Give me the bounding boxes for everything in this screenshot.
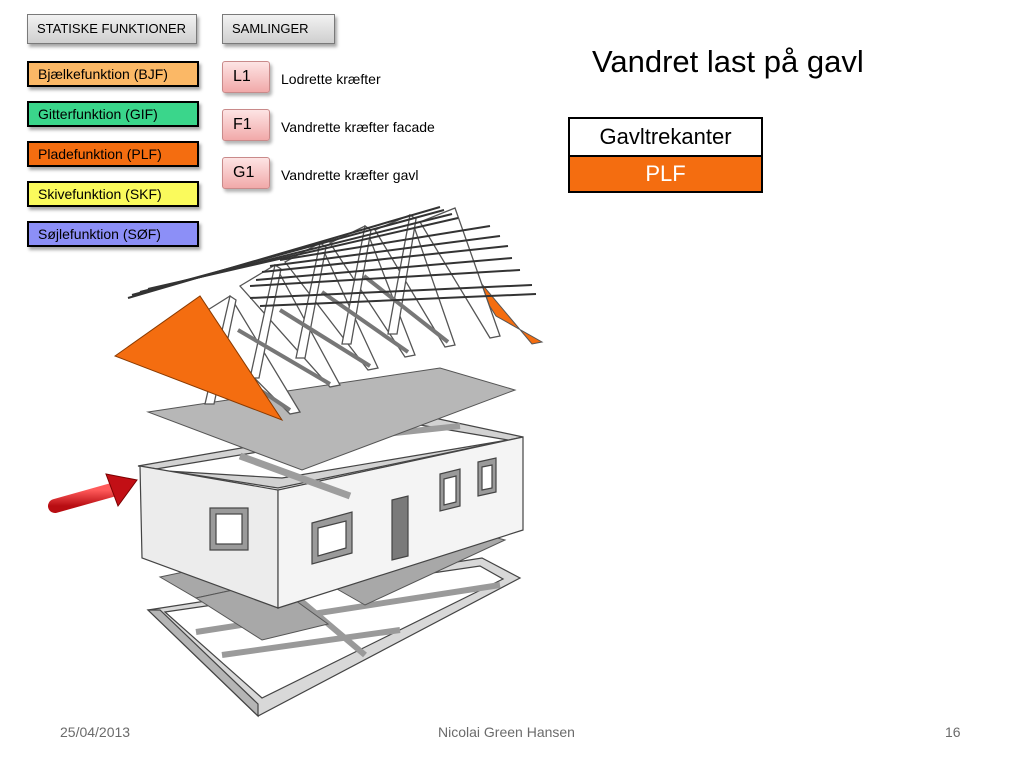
slide-title: Vandret last på gavl [592,44,864,79]
code-l1[interactable]: L1 [222,61,270,93]
legend-bjaelkefunktion[interactable]: Bjælkefunktion (BJF) [27,61,199,87]
info-table-header: Gavltrekanter [570,119,761,157]
legend-pladefunktion[interactable]: Pladefunktion (PLF) [27,141,199,167]
footer-date: 25/04/2013 [60,724,131,740]
ceiling-plate [146,367,517,471]
code-f1-label: Vandrette kræfter facade [281,119,435,135]
roof-purlins [127,206,537,307]
footer-author: Nicolai Green Hansen [438,724,575,740]
code-l1-label: Lodrette kræfter [281,71,381,87]
code-g1-label: Vandrette kræfter gavl [281,167,419,183]
code-f1[interactable]: F1 [222,109,270,141]
red-arrow-icon [48,473,138,513]
legend-skivefunktion[interactable]: Skivefunktion (SKF) [27,181,199,207]
info-table: Gavltrekanter PLF [568,117,763,193]
code-g1[interactable]: G1 [222,157,270,189]
samlinger-button[interactable]: SAMLINGER [222,14,335,44]
info-table-value: PLF [570,157,761,191]
legend-gitterfunktion[interactable]: Gitterfunktion (GIF) [27,101,199,127]
statiske-funktioner-button[interactable]: STATISKE FUNKTIONER [27,14,197,44]
footer-page-number: 16 [945,724,961,740]
legend-sojlefunktion[interactable]: Søjlefunktion (SØF) [27,221,199,247]
